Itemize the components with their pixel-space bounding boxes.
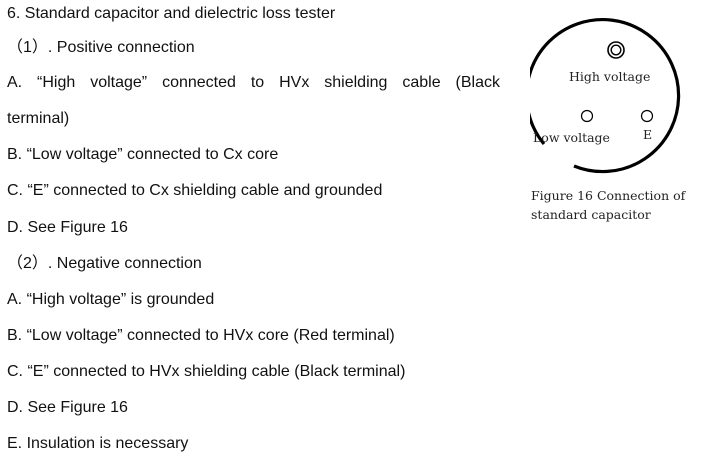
positive-item-a: A. “High voltage” connected to HVx shiel…	[7, 74, 500, 91]
positive-connection-title: （1）. Positive connection	[7, 39, 195, 56]
negative-item-d: D. See Figure 16	[7, 399, 128, 416]
negative-item-e: E. Insulation is necessary	[7, 435, 189, 452]
low-voltage-label: Low voltage	[533, 130, 610, 145]
high-voltage-terminal-icon	[607, 41, 625, 59]
negative-item-a: A. “High voltage” is grounded	[7, 291, 215, 308]
low-voltage-terminal-icon	[580, 109, 594, 123]
high-voltage-terminal-inner-icon	[610, 44, 622, 56]
caption-line-2: standard capacitor	[531, 207, 651, 222]
e-terminal-icon	[640, 109, 654, 123]
high-voltage-label: High voltage	[569, 69, 651, 84]
connection-figure: High voltage Low voltage E	[530, 14, 716, 174]
negative-item-b: B. “Low voltage” connected to HVx core (…	[7, 327, 395, 344]
section-heading: 6. Standard capacitor and dielectric los…	[7, 5, 336, 22]
caption-line-1: Figure 16 Connection of	[531, 188, 686, 203]
e-label: E	[643, 127, 653, 142]
negative-item-c: C. “E” connected to HVx shielding cable …	[7, 363, 406, 380]
connector-outline	[530, 17, 681, 174]
negative-connection-title: （2）. Negative connection	[7, 255, 202, 272]
capacitor-connector-diagram	[530, 17, 681, 174]
positive-item-b: B. “Low voltage” connected to Cx core	[7, 146, 279, 163]
figure-caption: Figure 16 Connection of standard capacit…	[531, 186, 685, 224]
positive-item-c: C. “E” connected to Cx shielding cable a…	[7, 182, 383, 199]
positive-item-d: D. See Figure 16	[7, 219, 128, 236]
positive-item-a-continued: terminal)	[7, 110, 70, 127]
